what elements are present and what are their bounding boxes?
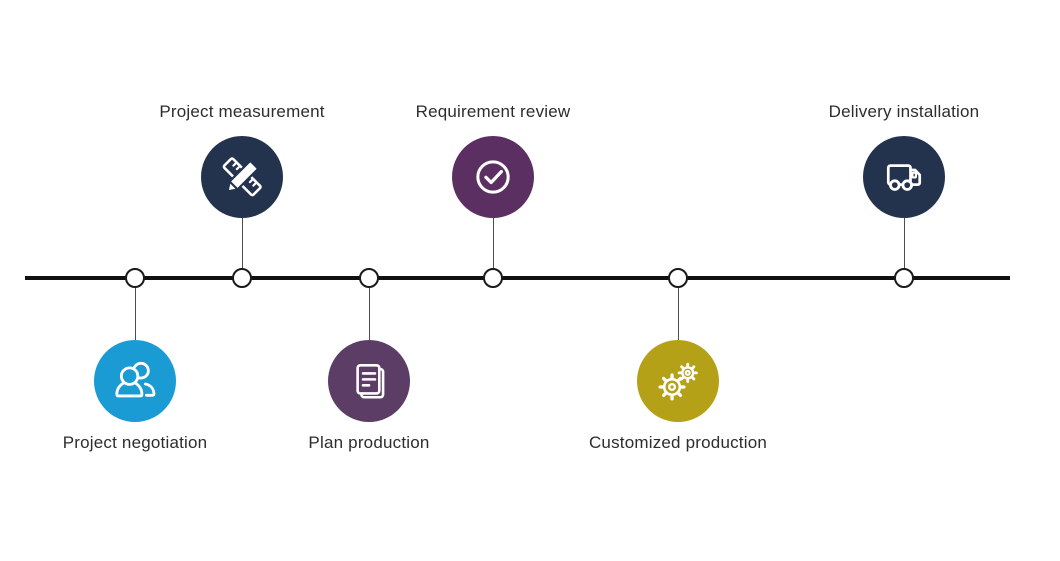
step-label: Customized production [588, 433, 768, 452]
ruler-pencil-icon [201, 136, 283, 218]
timeline-line [25, 276, 1010, 280]
check-circle-icon [452, 136, 534, 218]
timeline-node [894, 268, 914, 288]
timeline-node [483, 268, 503, 288]
timeline-node [359, 268, 379, 288]
connector-line [903, 218, 905, 268]
connector-line [492, 218, 494, 268]
truck-icon [863, 136, 945, 218]
timeline-node [668, 268, 688, 288]
connector-line [677, 288, 679, 340]
timeline-node [125, 268, 145, 288]
step-label: Project negotiation [62, 433, 208, 452]
step-label: Requirement review [415, 102, 571, 121]
users-icon [94, 340, 176, 422]
step-label: Plan production [308, 433, 430, 452]
document-icon [328, 340, 410, 422]
timeline-node [232, 268, 252, 288]
step-label: Project measurement [159, 102, 325, 121]
connector-line [134, 288, 136, 340]
step-label: Delivery installation [828, 102, 980, 121]
connector-line [241, 218, 243, 268]
connector-line [368, 288, 370, 340]
gears-icon [637, 340, 719, 422]
